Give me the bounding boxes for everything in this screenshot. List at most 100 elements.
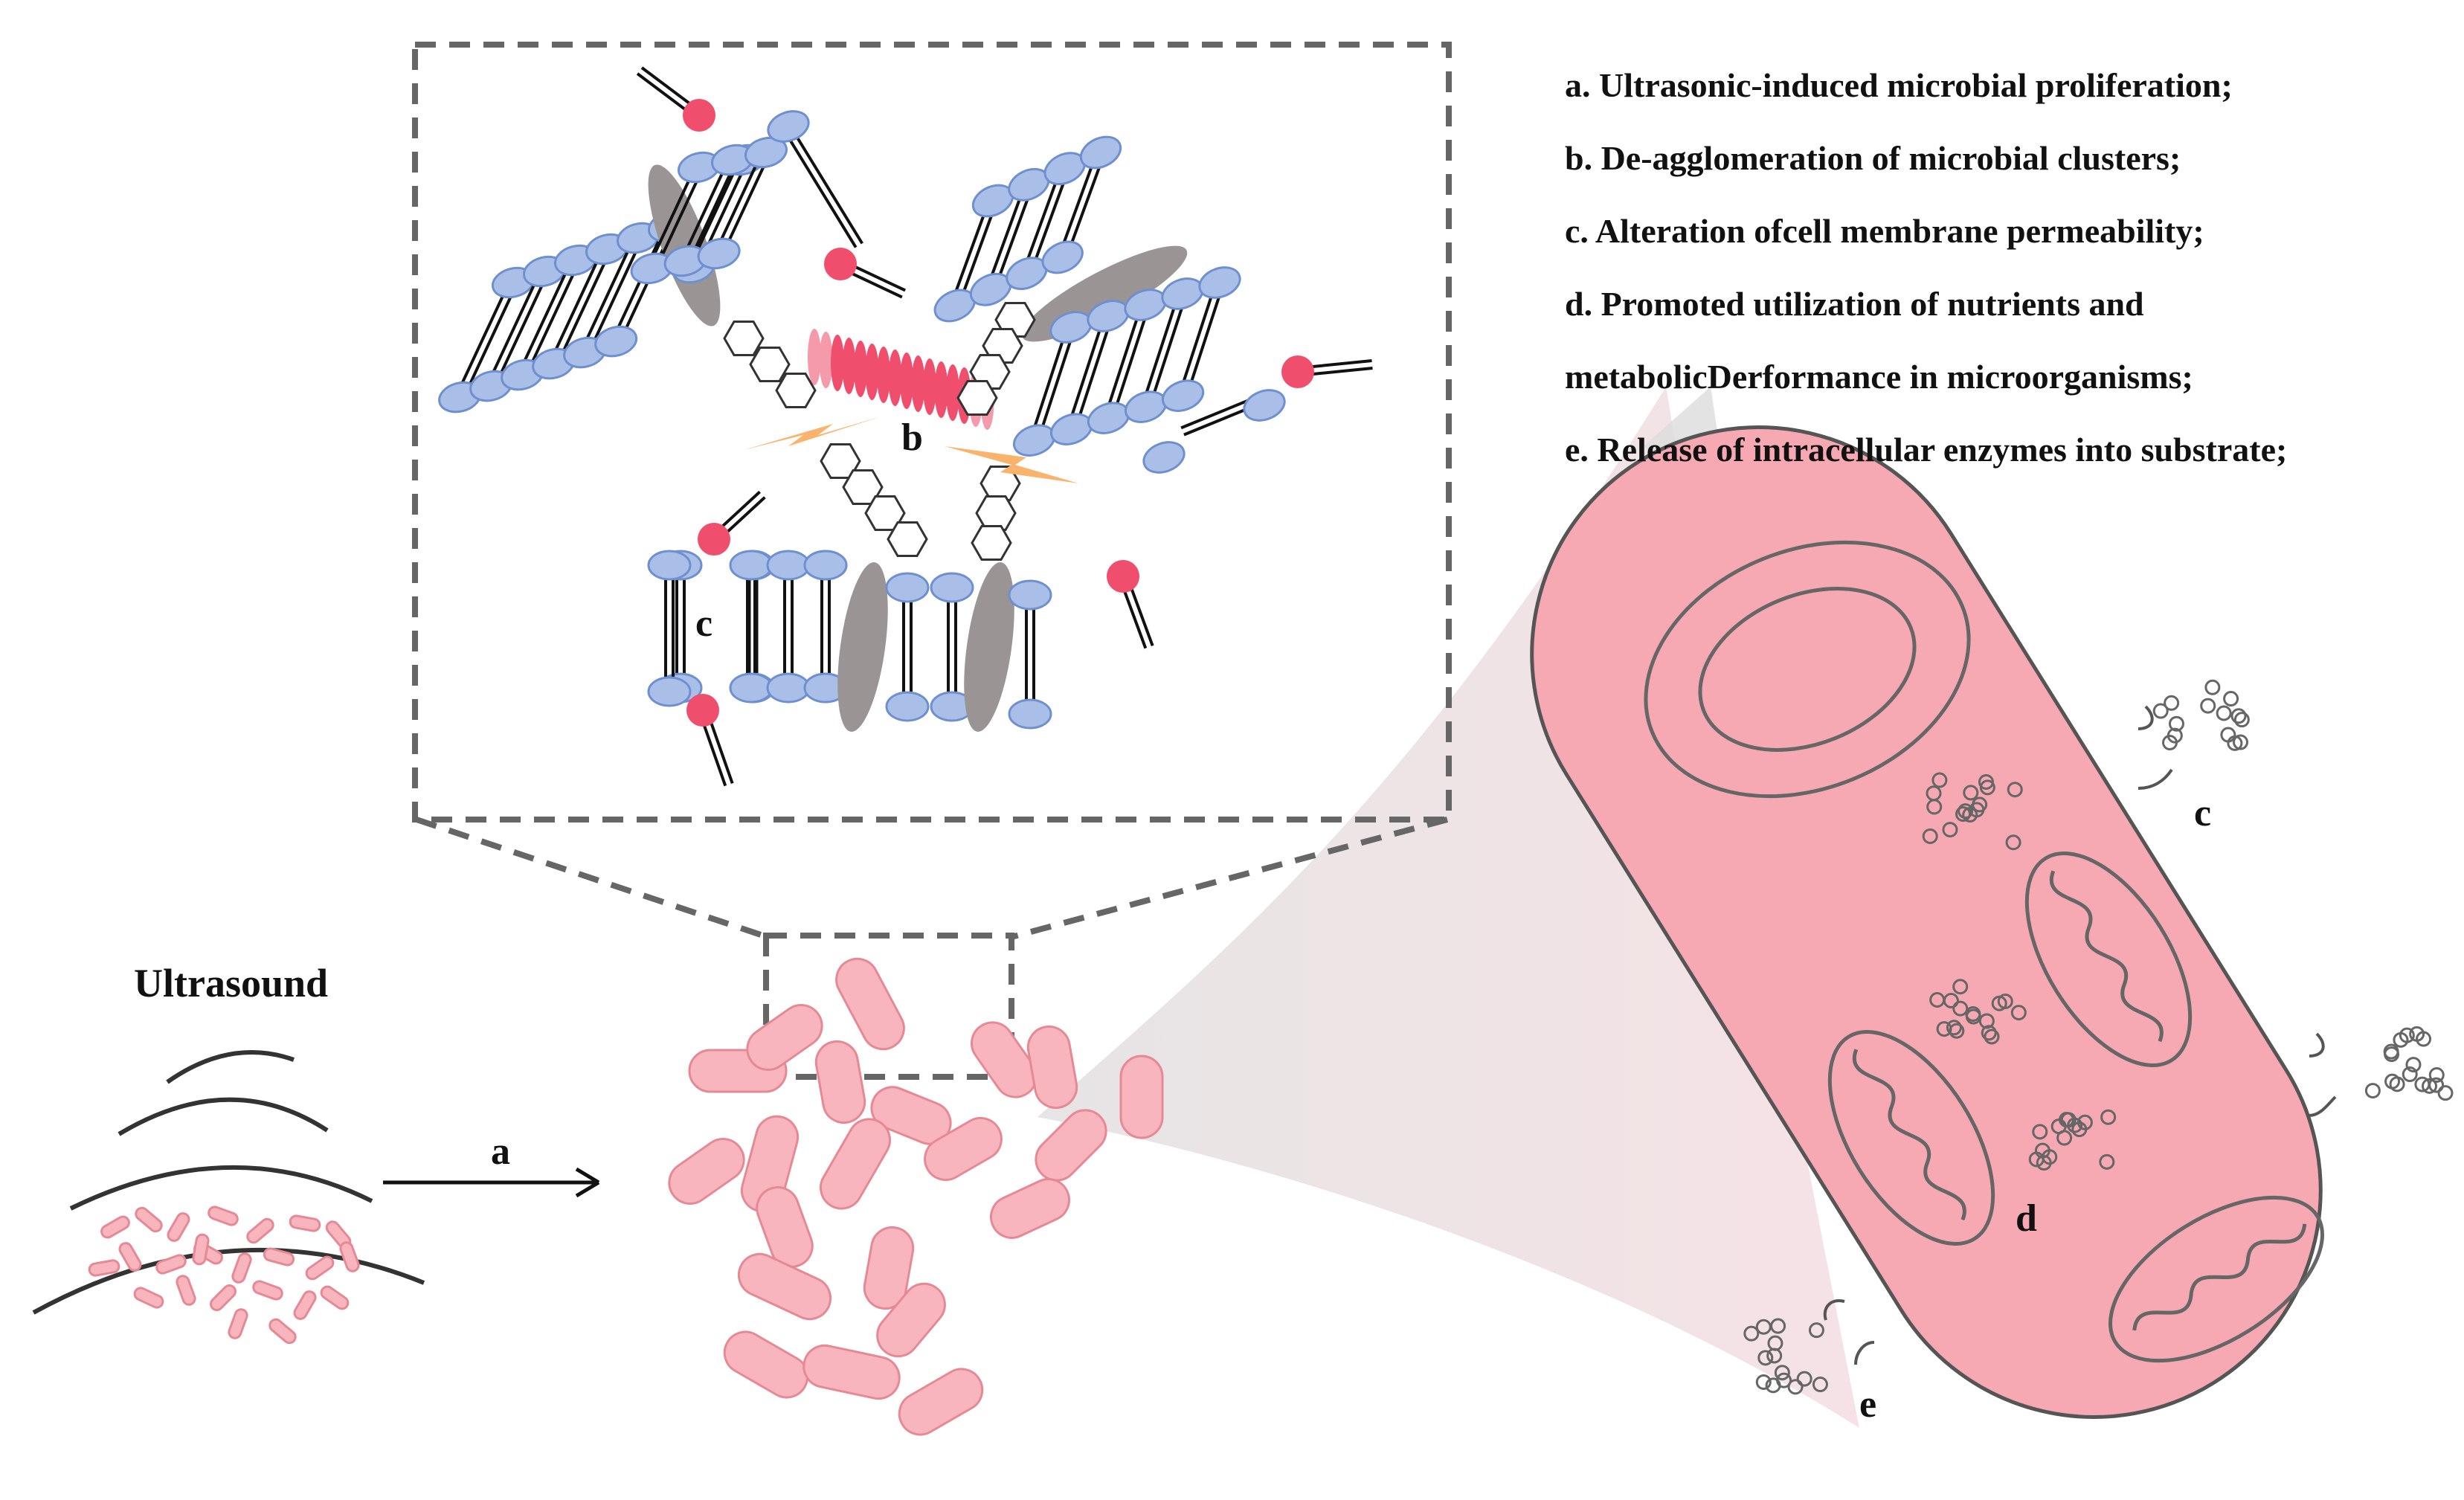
nutrient-dot	[1776, 1372, 1792, 1388]
red-molecule-head	[683, 99, 715, 132]
nutrient-dot	[2060, 1112, 2077, 1128]
nutrient-dot	[2383, 1043, 2399, 1060]
pigment-segment	[877, 347, 890, 403]
ring-molecule	[975, 495, 1017, 531]
phospholipid-head	[885, 691, 930, 722]
phospholipid-head	[729, 672, 773, 704]
lipid-tail	[468, 283, 518, 386]
phospholipid-head	[1142, 441, 1186, 474]
lipid-tail	[1189, 283, 1225, 384]
inset-dashed-box	[412, 42, 1452, 823]
energy-flash	[744, 416, 881, 450]
nutrient-dot	[2405, 1057, 2422, 1073]
bacterium-rod	[820, 1118, 891, 1210]
nutrient-dot	[1942, 822, 1958, 838]
nutrient-dot	[1787, 1379, 1804, 1395]
nutrient-dot	[1936, 1021, 1952, 1037]
red-molecule-head	[824, 248, 857, 280]
nutrient-dot	[2162, 735, 2178, 751]
phospholipid-head	[767, 110, 810, 143]
nutrient-dot	[2164, 695, 2180, 711]
phospholipid-head	[1079, 135, 1122, 170]
bacterium-rod	[668, 1138, 745, 1205]
ring-molecule	[956, 380, 998, 416]
nutrient-dot	[2042, 1149, 2058, 1165]
lipid-tail	[499, 272, 550, 375]
bacterium-rod	[971, 1021, 1038, 1098]
small-bacterium-rod	[133, 1287, 164, 1309]
nutrient-dot	[2099, 1153, 2115, 1170]
lipid-tail	[524, 258, 574, 361]
bacterium-rod	[737, 1252, 832, 1321]
bacterium-rod	[746, 1004, 823, 1071]
phospholipid-head	[744, 136, 788, 169]
phospholipid-head	[1008, 579, 1052, 611]
nutrient-dot	[2416, 1031, 2432, 1047]
zoom-line-left	[415, 817, 769, 940]
nutrient-dot	[2152, 703, 2169, 719]
nutrient-dot	[1926, 799, 1943, 815]
phospholipid-head	[1087, 402, 1130, 434]
cell-nucleus-outer	[1644, 540, 1971, 799]
zoom-line-right	[1010, 817, 1449, 940]
nutrient-dot	[2005, 834, 2021, 851]
nutrient-dot	[1929, 992, 1946, 1008]
pigment-segment	[842, 338, 856, 394]
phospholipid-head	[647, 550, 692, 581]
ring-molecule	[971, 525, 1012, 561]
nutrient-dot	[2220, 727, 2236, 743]
nutrient-dot	[1952, 979, 1969, 995]
small-bacterium-rod	[210, 1284, 237, 1311]
nutrient-dot	[1965, 1005, 1981, 1022]
pigment-segment	[831, 335, 844, 391]
pigment-segment	[923, 358, 936, 415]
nutrient-dot	[1812, 1377, 1828, 1393]
nutrient-dot	[1757, 1350, 1774, 1366]
proliferation-arrow	[383, 1167, 600, 1198]
lipid-tail	[693, 161, 738, 250]
pigment-segment	[900, 353, 913, 409]
bacteria-cluster	[668, 957, 1164, 1436]
red-molecule-head	[1281, 355, 1314, 388]
nutrient-dot	[1991, 995, 2007, 1011]
membrane-protein	[837, 562, 888, 732]
nutrient-dot	[1743, 1325, 1760, 1342]
bacterium-rod	[1035, 1109, 1107, 1182]
small-bacterium-rod	[155, 1254, 187, 1275]
nutrient-dot-clusters	[1743, 679, 2454, 1395]
nutrient-dot	[2422, 1078, 2438, 1094]
small-bacterium-rod	[289, 1214, 321, 1232]
mitochondrion-lower	[2108, 1195, 2324, 1363]
phospholipid-head	[1243, 389, 1286, 422]
ring-molecule	[887, 521, 928, 557]
cell-nucleus-inner	[1698, 587, 1917, 752]
ultrasound-label: Ultrasound	[134, 961, 328, 1005]
bacterium-rod	[876, 1282, 946, 1358]
lipid-tail	[530, 261, 581, 364]
label-c-cell: c	[2194, 792, 2211, 834]
small-bacterium-rod	[305, 1255, 335, 1281]
membrane-protein	[648, 164, 721, 326]
small-bacterium-rod	[100, 1215, 130, 1239]
small-bacterium-rod	[192, 1233, 210, 1266]
phospholipid-head	[803, 550, 848, 581]
pigment-segment	[934, 361, 948, 418]
bacterium-rod	[898, 1368, 984, 1436]
nutrient-dot	[2071, 1121, 2088, 1138]
lipid-tail	[586, 236, 637, 338]
small-bacterium-rod	[231, 1252, 252, 1284]
nutrient-dot	[2100, 1109, 2117, 1125]
nutrient-dot	[2233, 734, 2249, 750]
bacterium-rod	[756, 1186, 814, 1268]
bacterium-rod	[814, 1040, 866, 1124]
energy-flash	[945, 446, 1078, 483]
ultrasound-bacteria-cluster	[88, 1206, 360, 1345]
lipid-tail	[1078, 316, 1113, 417]
nutrient-dot	[2032, 1124, 2048, 1140]
legend-list: a. Ultrasonic-induced microbial prolifer…	[1565, 49, 2450, 486]
ring-molecule	[749, 347, 791, 382]
membrane-protein	[964, 562, 1014, 732]
nutrient-dot	[1808, 1322, 1824, 1339]
